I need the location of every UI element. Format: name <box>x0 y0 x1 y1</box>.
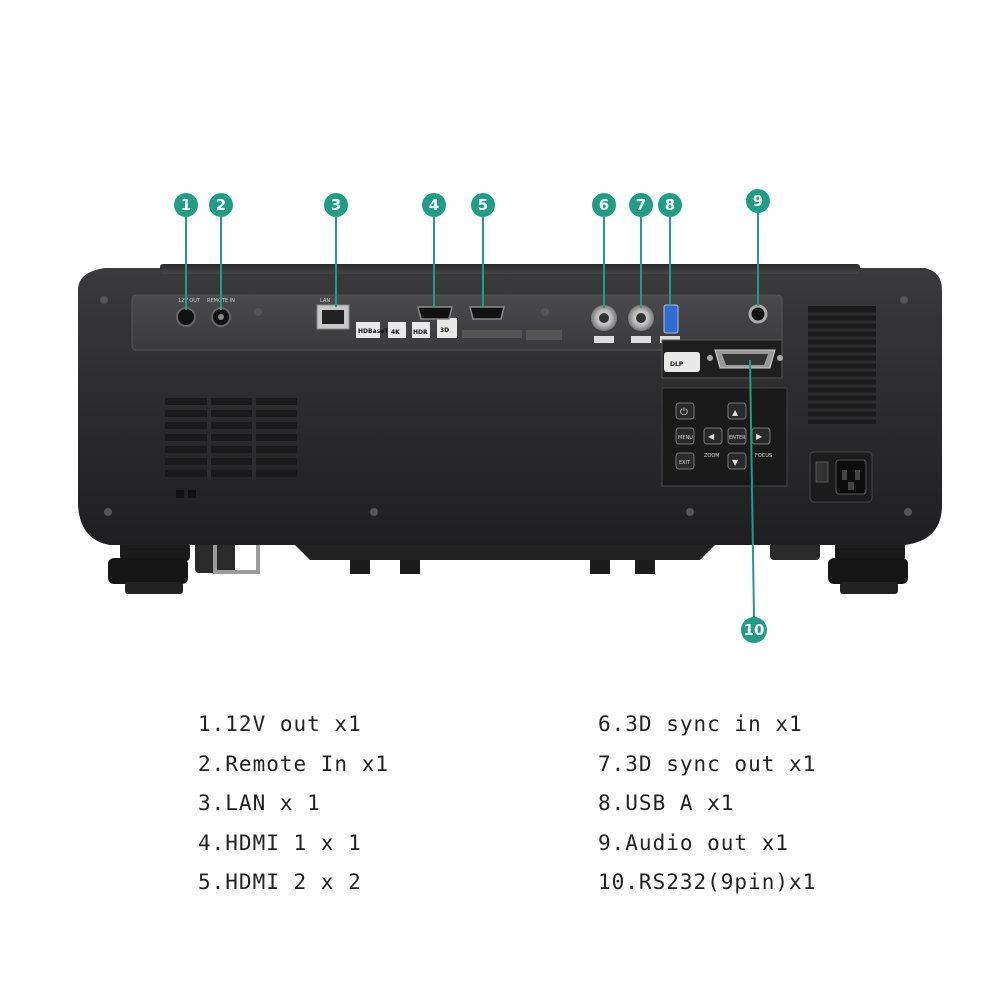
callout-1: 1 <box>174 193 198 217</box>
hdbaset-badge: HDBaseT <box>358 328 389 335</box>
port-hdmi-1 <box>417 306 453 320</box>
callout-4: 4 <box>422 193 446 217</box>
rs232-plate: DLP <box>661 339 783 379</box>
right-vent <box>808 306 876 424</box>
left-vent <box>165 395 297 480</box>
menu-key-label: MENU <box>678 435 693 441</box>
callout-10: 10 <box>741 617 767 643</box>
badge-3d: 3D <box>440 327 449 334</box>
up-arrow-icon: ▲ <box>732 408 739 417</box>
feature-badges: HDBaseT 4K HDR 3D <box>356 318 457 338</box>
legend-item-rs232: 10.RS232(9pin)x1 <box>598 870 817 894</box>
kensington-lock <box>176 490 196 498</box>
port-audio-out <box>748 304 768 324</box>
port-3d-sync-out <box>628 305 654 343</box>
svg-text:2: 2 <box>216 196 226 214</box>
port-hdmi-2 <box>469 306 505 320</box>
legend-item-12v-out: 1.12V out x1 <box>198 712 362 736</box>
focus-key-label: FOCUS <box>755 453 772 459</box>
hdmi-logos <box>462 330 562 340</box>
enter-key-label: ENTER <box>729 435 746 441</box>
legend-item-audio-out: 9.Audio out x1 <box>598 831 790 855</box>
dlp-logo: DLP <box>670 361 684 368</box>
port-lan: LAN <box>316 298 350 330</box>
callout-7: 7 <box>629 193 653 217</box>
callout-8: 8 <box>658 193 682 217</box>
callout-leader-lines <box>185 213 759 619</box>
callout-5: 5 <box>471 193 495 217</box>
right-arrow-icon: ▶ <box>756 432 763 441</box>
control-keypad: ⏻ ▲ MENU ◀ ENTER ▶ EXIT ZOOM ▼ FOCUS <box>661 387 788 487</box>
svg-text:3: 3 <box>331 196 341 214</box>
callout-6: 6 <box>592 193 616 217</box>
left-arrow-icon: ◀ <box>708 432 715 441</box>
svg-text:12V OUT: 12V OUT <box>178 298 201 304</box>
badge-hdr: HDR <box>413 329 428 336</box>
legend-item-usb-a: 8.USB A x1 <box>598 791 735 815</box>
port-3d-sync-in <box>591 305 617 343</box>
legend-item-hdmi-1: 4.HDMI 1 x 1 <box>198 831 362 855</box>
down-arrow-icon: ▼ <box>732 458 739 467</box>
svg-text:8: 8 <box>665 196 675 214</box>
svg-text:4: 4 <box>429 196 439 214</box>
legend-item-lan: 3.LAN x 1 <box>198 791 321 815</box>
power-inlet <box>809 451 873 503</box>
legend-item-hdmi-2: 5.HDMI 2 x 2 <box>198 870 362 894</box>
svg-text:6: 6 <box>599 196 609 214</box>
callout-2: 2 <box>209 193 233 217</box>
callout-9: 9 <box>746 189 770 213</box>
power-icon: ⏻ <box>680 407 688 418</box>
svg-text:10: 10 <box>744 621 765 639</box>
callout-3: 3 <box>324 193 348 217</box>
legend-item-3d-sync-out: 7.3D sync out x1 <box>598 752 817 776</box>
svg-text:5: 5 <box>478 196 488 214</box>
badge-4k: 4K <box>391 329 400 336</box>
exit-key-label: EXIT <box>679 460 691 466</box>
feet <box>108 538 908 594</box>
legend-item-remote-in: 2.Remote In x1 <box>198 752 390 776</box>
zoom-key-label: ZOOM <box>704 453 720 459</box>
svg-text:7: 7 <box>636 196 646 214</box>
svg-text:9: 9 <box>753 192 763 210</box>
legend-item-3d-sync-in: 6.3D sync in x1 <box>598 712 803 736</box>
svg-text:LAN: LAN <box>320 298 330 304</box>
svg-text:1: 1 <box>181 196 191 214</box>
